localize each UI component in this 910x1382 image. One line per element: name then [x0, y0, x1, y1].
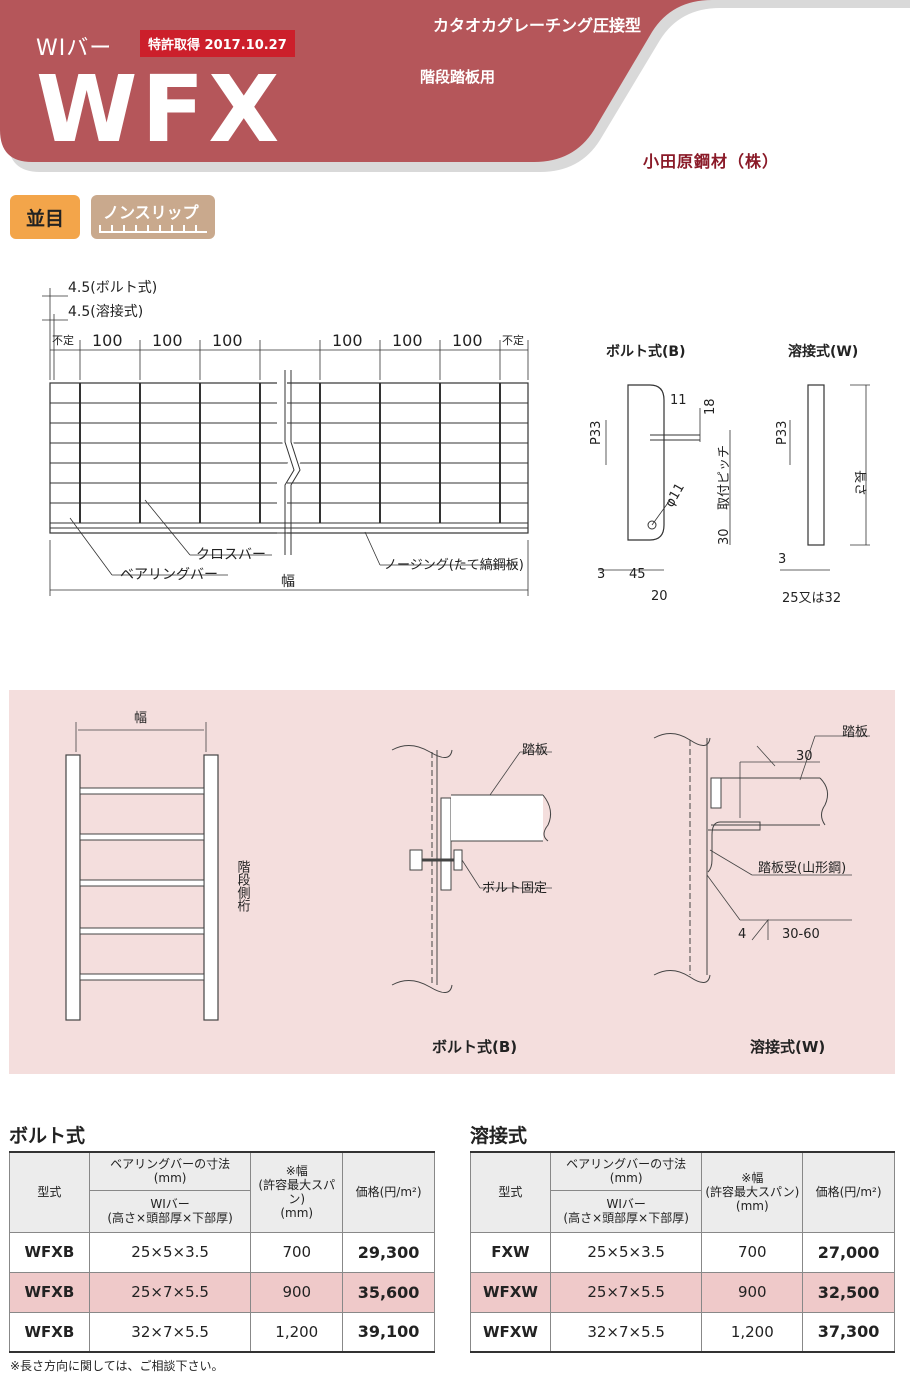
- tag-nonslip-label: ノンスリップ: [103, 203, 199, 222]
- weld-angle-label: 踏板受(山形鋼): [758, 861, 846, 876]
- col-model: 型式: [470, 1151, 551, 1233]
- bolt-caption: ボルト式(B): [432, 1038, 517, 1056]
- weld-price-table: 型式 ベアリングバーの寸法(mm) ※幅(許容最大スパン)(mm) 価格(円/m…: [470, 1151, 895, 1353]
- product-type: カタオカグレーチング圧接型: [433, 16, 642, 35]
- label-width: 幅: [281, 574, 295, 590]
- dim-pitch-6: 100: [452, 331, 483, 350]
- dim-bolt-offset: 4.5(ボルト式): [68, 280, 157, 296]
- weld-dim-4: 4: [738, 927, 746, 942]
- dim-pitch-1: 100: [92, 331, 123, 350]
- bolt-dim-3: 3: [597, 567, 605, 582]
- series-label: WIバー: [36, 36, 113, 61]
- patent-badge: 特許取得 2017.10.27: [140, 30, 295, 57]
- dim-pitch-5: 100: [392, 331, 423, 350]
- bolt-detail: [391, 745, 552, 993]
- weld-detail: [653, 733, 870, 983]
- weld-dim-3: 3: [778, 552, 786, 567]
- bolt-pitch-label: 取付ピッチ: [717, 445, 732, 510]
- col-model: 型式: [9, 1151, 90, 1233]
- dim-pitch-4: 100: [332, 331, 363, 350]
- weld-p33: P33: [775, 421, 790, 445]
- bolt-price-table: 型式 ベアリングバーの寸法(mm) ※幅(許容最大スパン)(mm) 価格(円/m…: [9, 1151, 435, 1353]
- section-bolt-title: ボルト式(B): [606, 343, 685, 360]
- label-bearing-bar: ベアリングバー: [120, 567, 218, 583]
- bolt-tread-label: 踏板: [522, 743, 548, 758]
- stair-stringers: [65, 722, 219, 1021]
- bolt-table-title: ボルト式: [9, 1125, 86, 1147]
- col-width: ※幅(許容最大スパン)(mm): [701, 1151, 804, 1233]
- bolt-fix-label: ボルト固定: [482, 881, 547, 896]
- col-dims: ベアリングバーの寸法(mm): [88, 1151, 252, 1191]
- section-weld: 溶接式(W): [780, 343, 870, 571]
- section-weld-title: 溶接式(W): [788, 343, 858, 360]
- grating-plan: [49, 370, 529, 555]
- install-stringer: 階段側桁: [235, 860, 251, 912]
- footnote: ※長さ方向に関しては、ご相談下さい。: [10, 1359, 224, 1373]
- label-cross-bar: クロスバー: [196, 547, 266, 563]
- bolt-dim-45: 45: [629, 567, 646, 582]
- dim-pitch-2: 100: [152, 331, 183, 350]
- weld-table-title: 溶接式: [470, 1125, 528, 1147]
- ruler-icon: [99, 225, 207, 233]
- bolt-phi: φ11: [662, 481, 688, 510]
- company-name: 小田原鋼材（株）: [643, 152, 780, 171]
- dim-pitch-3: 100: [212, 331, 243, 350]
- col-price: 価格(円/m²): [342, 1151, 435, 1233]
- col-dims: ベアリングバーの寸法(mm): [549, 1151, 703, 1191]
- weld-dim-3060: 30-60: [782, 927, 820, 942]
- col-width: ※幅(許容最大スパン)(mm): [250, 1151, 344, 1233]
- dim-unfixed-right: 不定: [502, 333, 524, 347]
- weld-dim-25: 25又は32: [782, 591, 841, 606]
- install-width: 幅: [134, 711, 147, 726]
- bolt-dim-18: 18: [703, 398, 718, 415]
- weld-dim-30: 30: [796, 749, 813, 764]
- bolt-dim-11: 11: [670, 393, 687, 408]
- dim-unfixed-left: 不定: [52, 333, 74, 347]
- col-wi: WIバー(高さ×頭部厚×下部厚): [88, 1189, 252, 1233]
- technical-drawing: 4.5(ボルト式) 4.5(溶接式) 不定 100 100 100 100 10…: [42, 280, 870, 606]
- tag-plain-mesh: 並目: [10, 195, 80, 239]
- weld-length: 長さ: [852, 470, 867, 496]
- bolt-dim-20: 20: [651, 589, 668, 604]
- product-usage: 階段踏板用: [420, 68, 496, 86]
- tag-nonslip: ノンスリップ: [91, 195, 215, 239]
- col-price: 価格(円/m²): [802, 1151, 895, 1233]
- bolt-p33: P33: [589, 421, 604, 445]
- section-bolt: ボルト式(B): [598, 343, 731, 571]
- model-title: WFX: [36, 56, 284, 163]
- col-wi: WIバー(高さ×頭部厚×下部厚): [549, 1189, 703, 1233]
- weld-tread-label: 踏板: [842, 725, 868, 740]
- installation-drawing: 幅 階段側桁 踏板 ボルト固定 ボルト式(B): [65, 711, 870, 1056]
- weld-caption: 溶接式(W): [750, 1038, 825, 1056]
- label-nosing: ノージング(たて縞鋼板): [384, 557, 524, 573]
- tag-plain-label: 並目: [25, 207, 64, 230]
- bolt-dim-30: 30: [717, 528, 732, 545]
- dim-weld-offset: 4.5(溶接式): [68, 303, 143, 320]
